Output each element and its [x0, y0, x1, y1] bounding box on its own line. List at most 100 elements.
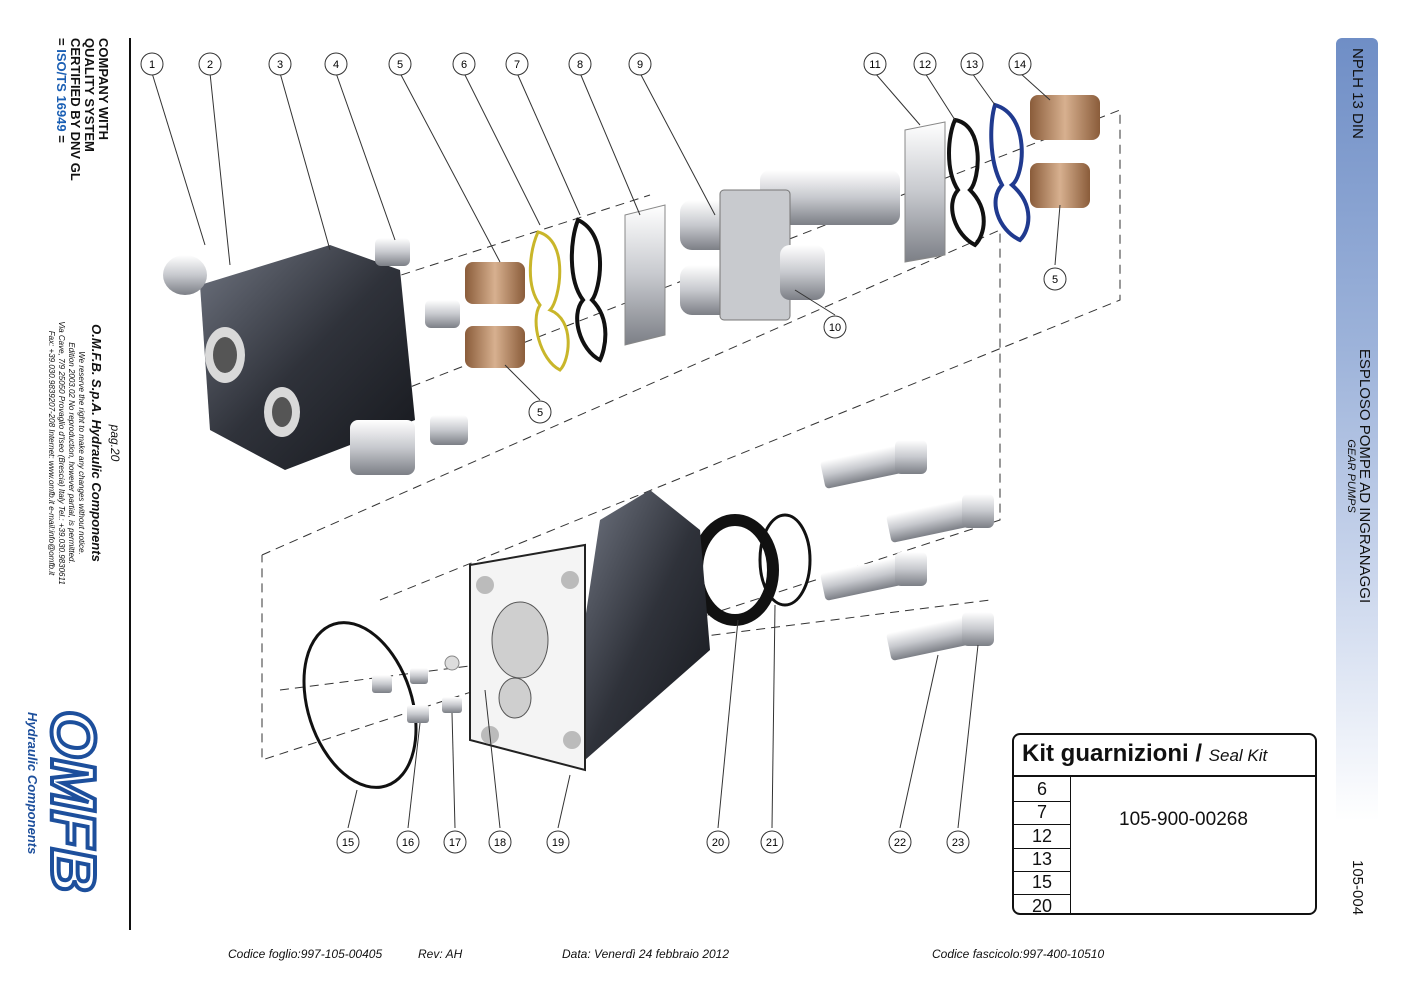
kit-subtitle: Seal Kit: [1208, 746, 1268, 765]
callout-label: 23: [952, 837, 964, 849]
callout-label: 14: [1014, 59, 1026, 71]
kit-item: 20: [1031, 895, 1053, 916]
callout-circle: [1008, 52, 1032, 76]
callout-label: 7: [514, 59, 520, 71]
callout-circle: [505, 52, 529, 76]
callout-label: 9: [637, 59, 643, 71]
footer-date: Data: Venerdì 24 febbraio 2012: [562, 947, 730, 961]
callout-15: 15: [336, 830, 360, 854]
omfb-logo: OMFB Hydraulic Components: [20, 708, 110, 910]
callout-10: 10: [823, 315, 847, 339]
callout-label: 6: [461, 59, 467, 71]
pump-body: [163, 245, 415, 475]
callout-circle: [528, 400, 552, 424]
callout-circle: [706, 830, 730, 854]
callout-6: 6: [452, 52, 476, 76]
callout-12: 12: [913, 52, 937, 76]
callout-circle: [1043, 267, 1067, 291]
callout-label: 13: [966, 59, 978, 71]
callout-circle: [396, 830, 420, 854]
callout-20: 20: [706, 830, 730, 854]
callout-label: 11: [869, 59, 880, 71]
callout-label: 4: [333, 59, 339, 71]
callout-label: 17: [449, 837, 461, 849]
callout-label: 5: [537, 407, 543, 419]
kit-header: Kit guarnizioni / Seal Kit: [1022, 740, 1267, 768]
callout-9: 9: [628, 52, 652, 76]
callout-23: 23: [946, 830, 970, 854]
kit-item: 6: [1014, 777, 1070, 802]
callout-label: 5: [397, 59, 403, 71]
plates-and-gears: [624, 121, 946, 346]
omfb-logo-graphic: OMFB Hydraulic Components: [25, 708, 109, 895]
callout-16: 16: [396, 830, 420, 854]
leader-lines: [151, 72, 1061, 829]
callout-22: 22: [888, 830, 912, 854]
callout-14: 14: [1008, 52, 1032, 76]
callout-label: 19: [552, 837, 564, 849]
callout-circle: [336, 830, 360, 854]
callout-circle: [388, 52, 412, 76]
callout-circle: [324, 52, 348, 76]
callout-5: 5: [528, 400, 552, 424]
callout-label: 22: [894, 837, 906, 849]
kit-item: 13: [1014, 847, 1070, 872]
callout-1: 1: [140, 52, 164, 76]
callout-circle: [140, 52, 164, 76]
callout-label: 3: [277, 59, 283, 71]
left-divider: [129, 38, 131, 930]
callout-21: 21: [760, 830, 784, 854]
callout-circle: [488, 830, 512, 854]
callout-label: 10: [829, 322, 841, 334]
bushings: [375, 95, 1100, 445]
callout-4: 4: [324, 52, 348, 76]
logo-subtitle: Hydraulic Components: [25, 712, 40, 854]
callout-label: 20: [712, 837, 724, 849]
callout-8: 8: [568, 52, 592, 76]
callout-label: 16: [402, 837, 414, 849]
callout-circle: [443, 830, 467, 854]
company-strip: COMPANY WITH QUALITY SYSTEM CERTIFIED BY…: [8, 38, 128, 928]
seals: [302, 102, 1031, 789]
callout-circle: [888, 830, 912, 854]
callout-19: 19: [546, 830, 570, 854]
callout-3: 3: [268, 52, 292, 76]
callout-5: 5: [1043, 267, 1067, 291]
callout-circle: [823, 315, 847, 339]
kit-separator: /: [1188, 740, 1209, 767]
footer-revision: Rev: AH: [418, 947, 463, 961]
kit-code: 105-900-00268: [1119, 809, 1248, 830]
kit-item: 15: [1014, 870, 1070, 896]
callout-circle: [960, 52, 984, 76]
callout-circle: [913, 52, 937, 76]
callout-label: 18: [494, 837, 506, 849]
callout-18: 18: [488, 830, 512, 854]
callout-label: 2: [207, 59, 213, 71]
callout-circle: [198, 52, 222, 76]
callout-circle: [628, 52, 652, 76]
callout-circle: [546, 830, 570, 854]
callout-circle: [452, 52, 476, 76]
callout-circle: [863, 52, 887, 76]
callout-5: 5: [388, 52, 412, 76]
kit-title: Kit guarnizioni: [1022, 740, 1189, 767]
title-band: [1336, 38, 1378, 928]
callout-label: 12: [919, 59, 931, 71]
callout-circle: [760, 830, 784, 854]
callout-11: 11: [863, 52, 887, 76]
callout-circle: [568, 52, 592, 76]
callout-7: 7: [505, 52, 529, 76]
callout-2: 2: [198, 52, 222, 76]
logo-letters: OMFB: [38, 710, 107, 893]
callout-label: 1: [149, 59, 155, 71]
kit-column-rule: [1070, 776, 1071, 913]
footer-file-code: Codice fascicolo:997-400-10510: [932, 947, 1105, 961]
footer-sheet-code: Codice foglio:997-105-00405: [228, 947, 383, 961]
kit-header-rule: [1014, 775, 1315, 777]
callout-label: 15: [342, 837, 354, 849]
cover-flange: [469, 490, 710, 772]
callout-label: 21: [766, 837, 778, 849]
cap-screws: [372, 440, 994, 723]
